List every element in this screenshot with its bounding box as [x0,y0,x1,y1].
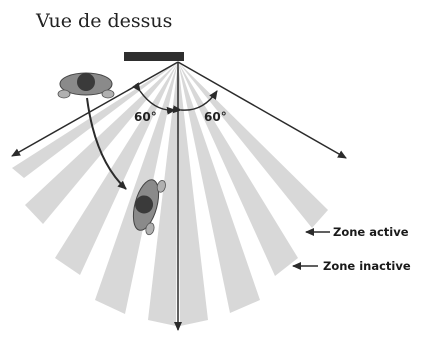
active-zone-wedge [55,62,178,275]
movement-path-arrow [86,97,127,190]
active-zone-wedge [95,62,178,314]
person-icon [57,72,115,99]
left-angle-label: 60° [134,110,157,124]
active-zone-wedge [178,62,260,313]
zone-active-label: Zone active [333,225,409,239]
left-angle-arc [132,82,176,115]
right-boundary-line [177,61,347,159]
detection-lines [11,61,347,331]
zone-inactive-label: Zone inactive [323,259,411,273]
person-icon [132,179,166,236]
left-boundary-line [11,61,179,157]
right-angle-arc [172,90,218,114]
active-zone-wedge [148,62,178,326]
motion-sensor-icon [124,52,184,61]
active-zones [12,62,328,326]
active-zone-wedge [178,62,208,326]
diagram-title: Vue de dessus [35,10,172,32]
right-angle-label: 60° [204,110,227,124]
active-zone-wedge [178,62,298,276]
